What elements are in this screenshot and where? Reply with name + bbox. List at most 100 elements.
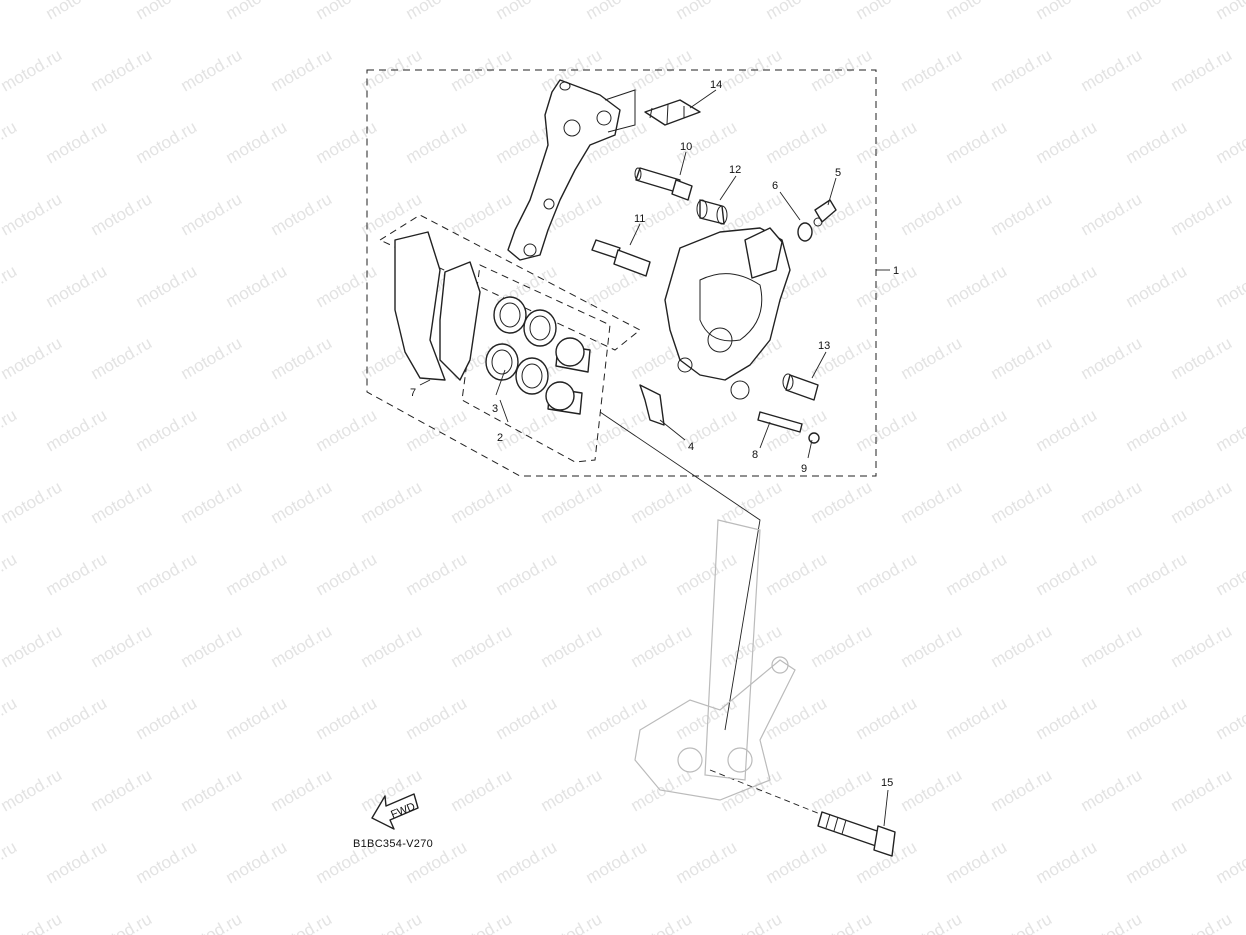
callout-12: 12 [729,164,741,176]
watermark-text: motod.ru [313,0,381,23]
watermark-text: motod.ru [1123,0,1191,23]
watermark-text: motod.ru [43,0,111,23]
callout-7: 7 [410,387,416,399]
watermark-text: motod.ru [133,0,201,23]
slide-pin-10 [634,167,693,201]
watermark-text: motod.ru [1168,189,1236,239]
watermark-text: motod.ru [1078,477,1146,527]
watermark-text: motod.ru [0,405,20,455]
watermark-text: motod.ru [1168,621,1236,671]
watermark-text: motod.ru [1213,837,1246,887]
callout-8: 8 [752,449,758,461]
watermark-text: motod.ru [0,189,65,239]
watermark-text: motod.ru [223,837,291,887]
watermark-text: motod.ru [0,45,65,95]
caliper-body [664,227,791,400]
watermark-text: motod.ru [628,909,696,935]
watermark-text: motod.ru [88,333,156,383]
watermark-text: motod.ru [358,621,426,671]
watermark-text: motod.ru [1123,261,1191,311]
watermark-text: motod.ru [1213,549,1246,599]
watermark-text: motod.ru [88,765,156,815]
watermark-text: motod.ru [718,477,786,527]
watermark-text: motod.ru [133,693,201,743]
callout-10: 10 [680,141,692,153]
watermark-text: motod.ru [583,837,651,887]
clip-9 [808,432,820,444]
watermark-text: motod.ru [673,0,741,23]
watermark-text: motod.ru [0,693,20,743]
watermark-text: motod.ru [808,909,876,935]
watermark-text: motod.ru [268,909,336,935]
piston-kit-outline [461,264,611,463]
watermark-text: motod.ru [313,693,381,743]
watermark-text: motod.ru [178,333,246,383]
watermark-text: motod.ru [988,477,1056,527]
watermark-text: motod.ru [988,765,1056,815]
watermark-text: motod.ru [673,837,741,887]
watermark-text: motod.ru [1033,549,1101,599]
watermark-text: motod.ru [1168,909,1236,935]
callout-9: 9 [801,463,807,475]
watermark-text: motod.ru [673,405,741,455]
watermark-text: motod.ru [1078,333,1146,383]
brake-pads-7 [394,231,481,381]
watermark-text: motod.ru [88,621,156,671]
watermark-text: motod.ru [403,405,471,455]
watermark-text: motod.ru [1123,117,1191,167]
watermark-text: motod.ru [1213,0,1246,23]
watermark-text: motod.ru [358,189,426,239]
watermark-text: motod.ru [403,117,471,167]
watermark-text: motod.ru [583,405,651,455]
watermark-text: motod.ru [403,693,471,743]
watermark-text: motod.ru [853,0,921,23]
watermark-text: motod.ru [1123,693,1191,743]
watermark-text: motod.ru [853,693,921,743]
watermark-text: motod.ru [1078,765,1146,815]
watermark-text: motod.ru [313,117,381,167]
watermark-text: motod.ru [943,549,1011,599]
callout-15: 15 [881,777,893,789]
watermark-text: motod.ru [268,189,336,239]
watermark-text: motod.ru [898,765,966,815]
watermark-text: motod.ru [898,45,966,95]
watermark-text: motod.ru [133,261,201,311]
watermark-text: motod.ru [403,549,471,599]
watermark-text: motod.ru [178,909,246,935]
watermark-text: motod.ru [1168,765,1236,815]
callout-4: 4 [688,441,694,453]
pad-spring-14 [644,99,701,126]
watermark-text: motod.ru [268,45,336,95]
watermark-text: motod.ru [0,477,65,527]
watermark-text: motod.ru [313,261,381,311]
watermark-text: motod.ru [718,765,786,815]
watermark-text: motod.ru [538,477,606,527]
watermark-text: motod.ru [493,0,561,23]
watermark-text: motod.ru [88,477,156,527]
watermark-text: motod.ru [178,45,246,95]
watermark-text: motod.ru [943,837,1011,887]
watermark-text: motod.ru [268,621,336,671]
watermark-text: motod.ru [898,189,966,239]
watermark-text: motod.ru [1033,0,1101,23]
watermark-text: motod.ru [718,909,786,935]
boot-12 [696,199,728,225]
watermark-text: motod.ru [268,333,336,383]
watermark-text: motod.ru [178,621,246,671]
watermark-text: motod.ru [1078,621,1146,671]
watermark-text: motod.ru [1078,45,1146,95]
pad-support-4 [639,384,665,426]
watermark-text: motod.ru [0,549,20,599]
front-fork-reference [634,519,796,801]
watermark-text: motod.ru [178,765,246,815]
callout-6: 6 [772,180,778,192]
watermark-text: motod.ru [538,909,606,935]
watermark-text: motod.ru [223,549,291,599]
watermark-text: motod.ru [1123,405,1191,455]
watermark-text: motod.ru [223,405,291,455]
watermark-text: motod.ru [88,189,156,239]
watermark-text: motod.ru [538,765,606,815]
callout-1: 1 [893,265,899,277]
slide-pin-11 [591,239,651,277]
watermark-text: motod.ru [0,765,65,815]
